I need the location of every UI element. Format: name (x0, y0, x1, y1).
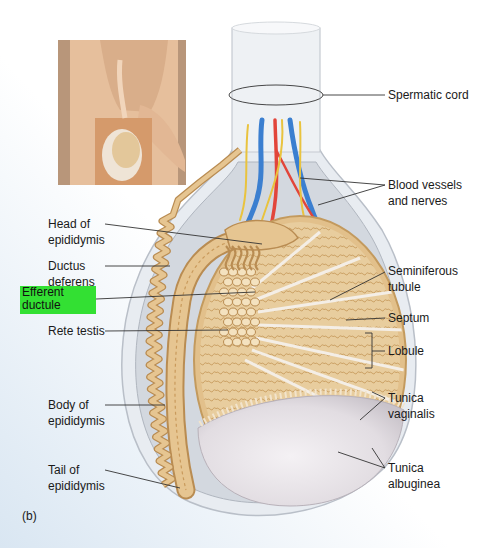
part-label: Spermatic cord (388, 87, 488, 103)
epididymis-coils (175, 237, 272, 490)
rete-testis-cell (224, 278, 233, 286)
part-label: Head of epididymis (48, 216, 110, 248)
part-label: Blood vessels and nerves (388, 177, 478, 209)
rete-testis-cell (251, 338, 260, 346)
part-label: Rete testis (48, 323, 128, 339)
rete-testis-cell (238, 308, 247, 316)
rete-testis-cell (233, 338, 242, 346)
part-label: Body of epididymis (48, 397, 110, 429)
efferent-ductule (238, 246, 242, 270)
cord-end (232, 22, 320, 34)
inset-figure (58, 40, 186, 185)
rete-testis-cell (220, 308, 229, 316)
rete-testis-cell (229, 308, 238, 316)
panel-letter: (b) (22, 508, 62, 524)
generated-parts (149, 150, 260, 485)
efferent-ductule (232, 246, 236, 270)
part-label: Efferent ductule (22, 286, 94, 312)
rete-testis-cell (233, 278, 242, 286)
efferent-ductule (226, 246, 230, 270)
tunica-vaginalis-outer (122, 150, 416, 516)
rete-testis-cell (224, 298, 233, 306)
rete-testis-cell (238, 328, 247, 336)
epididymis-outline (175, 237, 272, 490)
rete-testis-cell (233, 318, 242, 326)
tubule-edge (200, 392, 404, 424)
rete-testis-cell (233, 298, 242, 306)
rete-testis-cell (242, 278, 251, 286)
part-label: Tail of epididymis (48, 462, 110, 494)
part-label: Septum (388, 310, 468, 326)
rete-testis-cell (220, 288, 229, 296)
part-label: Tunica vaginalis (388, 390, 450, 422)
rete-testis-cell (229, 328, 238, 336)
ductus-deferens (149, 150, 240, 485)
rete-testis-cell (242, 318, 251, 326)
rete-testis-cell (251, 278, 260, 286)
rete-testis-cell (247, 308, 256, 316)
part-label: Tunica albuginea (388, 460, 450, 492)
rete-testis-cell (220, 328, 229, 336)
rete-testis-cell (242, 298, 251, 306)
rete-testis-cell (242, 338, 251, 346)
highlight-box: Efferent ductule (20, 286, 96, 314)
leader-lines (96, 85, 385, 488)
rete-testis-cell (251, 318, 260, 326)
efferent-ductule (250, 246, 254, 270)
efferent-ductule (244, 246, 248, 270)
rete-testis-cell (224, 318, 233, 326)
efferent-ductule (256, 246, 260, 270)
epididymis-head (225, 221, 298, 250)
rete-testis-cell (251, 298, 260, 306)
part-label: Seminiferous tubule (388, 263, 473, 295)
epididymis (175, 237, 272, 490)
rete-testis-cell (229, 288, 238, 296)
ductus-deferens-outline (149, 150, 240, 485)
part-label: Lobule (388, 343, 468, 359)
rete-testis-cell (247, 328, 256, 336)
rete-testis-cell (224, 338, 233, 346)
